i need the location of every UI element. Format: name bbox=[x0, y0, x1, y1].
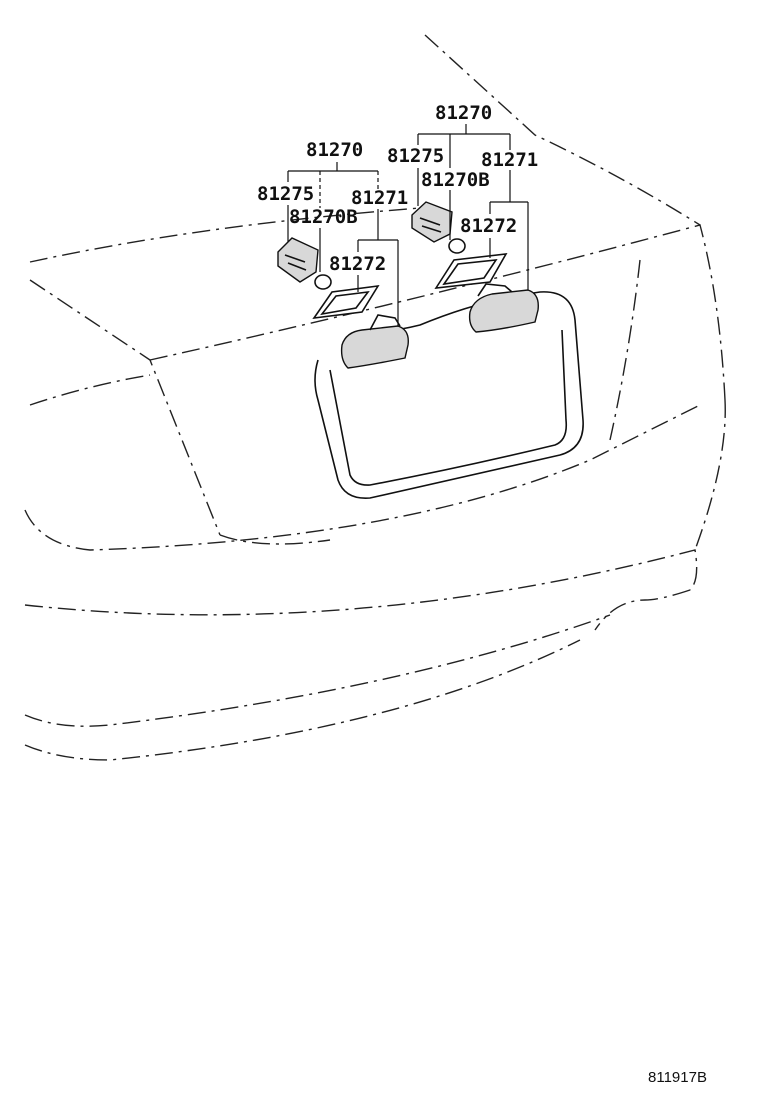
left-leader-lines bbox=[287, 162, 399, 326]
left-gasket bbox=[312, 284, 380, 320]
license-plate-recess bbox=[314, 291, 584, 499]
right-socket-label: 81275 bbox=[387, 145, 444, 167]
right-lamp-lens bbox=[468, 283, 539, 333]
left-socket-label: 81275 bbox=[257, 183, 314, 205]
right-leader-lines bbox=[417, 124, 529, 290]
right-bulb bbox=[448, 238, 466, 254]
right-lens-label: 81271 bbox=[481, 149, 538, 171]
right-bulb-label: 81270B bbox=[421, 169, 490, 191]
right-lamp-parts bbox=[411, 201, 539, 333]
left-assembly-label: 81270 bbox=[306, 139, 363, 161]
vehicle-body-outline bbox=[24, 34, 726, 761]
right-gasket-label: 81272 bbox=[460, 215, 517, 237]
right-assembly-label: 81270 bbox=[435, 102, 492, 124]
left-socket bbox=[277, 237, 319, 283]
left-bulb-label: 81270B bbox=[289, 206, 358, 228]
left-bulb bbox=[314, 274, 332, 290]
left-lamp-lens bbox=[340, 314, 409, 369]
illustration-reference-code: 811917B bbox=[648, 1069, 707, 1086]
right-gasket bbox=[434, 253, 508, 289]
left-lens-label: 81271 bbox=[351, 187, 408, 209]
right-socket bbox=[411, 201, 453, 243]
left-lamp-parts bbox=[277, 237, 409, 369]
left-gasket-label: 81272 bbox=[329, 253, 386, 275]
